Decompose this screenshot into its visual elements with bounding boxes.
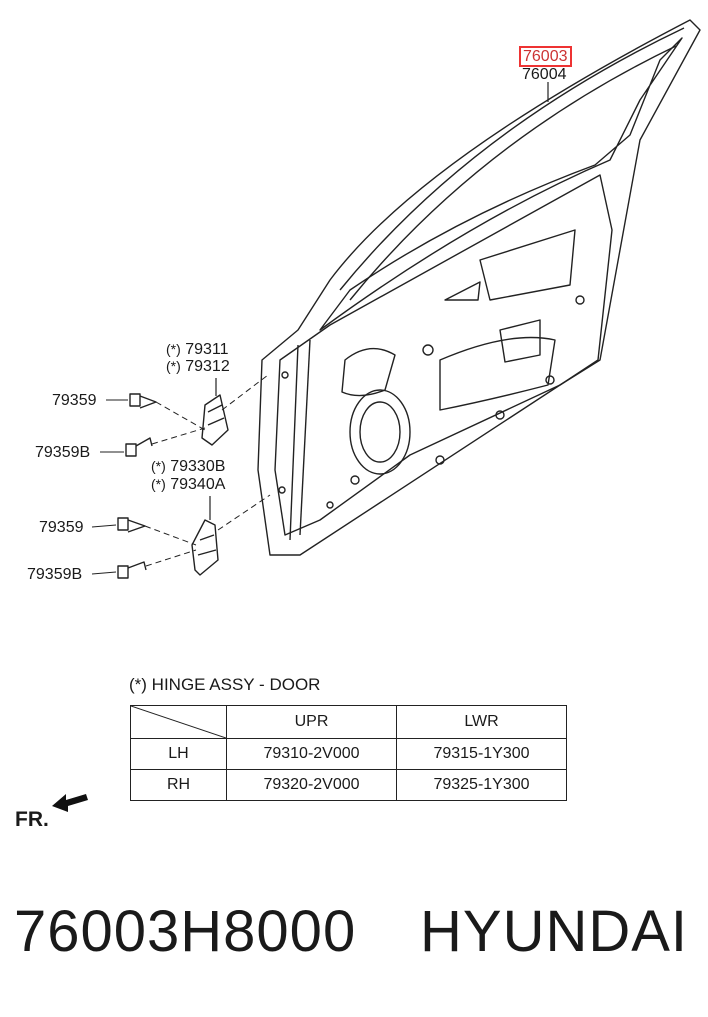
part-label-76003: 76003 (519, 46, 572, 67)
bolt-79359-lower (117, 517, 146, 533)
table-corner-cell (130, 705, 227, 739)
highlight-box: 76003 (519, 46, 572, 67)
footer-band (0, 848, 708, 1017)
front-arrow-icon (52, 794, 88, 812)
part-label-79330B: (*) 79330B (151, 457, 225, 476)
asterisk-marker: (*) (151, 458, 166, 474)
part-label-79359-lower: 79359 (39, 519, 84, 536)
part-number-79330B: 79330B (170, 458, 226, 475)
asterisk-marker: (*) (151, 476, 166, 492)
corner-diagonal (131, 706, 226, 738)
cell-lh-lwr: 79315-1Y300 (396, 738, 567, 770)
part-number-79312: 79312 (185, 358, 230, 375)
row-header-rh: RH (130, 769, 227, 801)
door-assembly-drawing (91, 19, 701, 579)
bolt-79359B-upper (125, 437, 153, 457)
cell-lh-upr: 79310-2V000 (226, 738, 397, 770)
asterisk-marker: (*) (166, 358, 181, 374)
hinge-table-title: (*) HINGE ASSY - DOOR (129, 675, 321, 694)
bolt-79359B-lower (117, 561, 147, 579)
part-label-79340A: (*) 79340A (151, 475, 225, 494)
column-header-upr: UPR (226, 705, 397, 739)
part-label-76004: 76004 (522, 66, 567, 83)
part-label-79359B-lower: 79359B (27, 566, 83, 583)
door-frame-inner (319, 37, 683, 331)
front-direction-label: FR. (15, 808, 49, 831)
upper-hinge (201, 394, 229, 446)
table-row: LH 79310-2V000 79315-1Y300 (130, 738, 567, 770)
table-row: RH 79320-2V000 79325-1Y300 (130, 769, 567, 801)
door-frame-outer (257, 19, 701, 556)
bolt-79359-upper (129, 393, 157, 409)
footer-brand: HYUNDAI (420, 899, 689, 964)
lower-hinge (191, 519, 219, 576)
access-hole-main (439, 336, 556, 411)
access-hole-front (341, 347, 396, 397)
speaker-opening (349, 389, 411, 475)
part-number-79340A: 79340A (170, 476, 226, 493)
part-label-79312: (*) 79312 (166, 357, 230, 376)
part-label-79359-upper: 79359 (52, 392, 97, 409)
part-label-79311: (*) 79311 (166, 340, 229, 359)
asterisk-marker: (*) (166, 341, 181, 357)
column-header-lwr: LWR (396, 705, 567, 739)
table-header-row: UPR LWR (130, 705, 567, 739)
cell-rh-upr: 79320-2V000 (226, 769, 397, 801)
row-header-lh: LH (130, 738, 227, 770)
cell-rh-lwr: 79325-1Y300 (396, 769, 567, 801)
footer-part-number: 76003H8000 (14, 899, 357, 964)
hinge-assy-table: UPR LWR LH 79310-2V000 79315-1Y300 RH 79… (130, 705, 567, 801)
door-inner-panel (274, 174, 613, 536)
part-label-79359B-upper: 79359B (35, 444, 91, 461)
part-number-79311: 79311 (185, 341, 229, 358)
